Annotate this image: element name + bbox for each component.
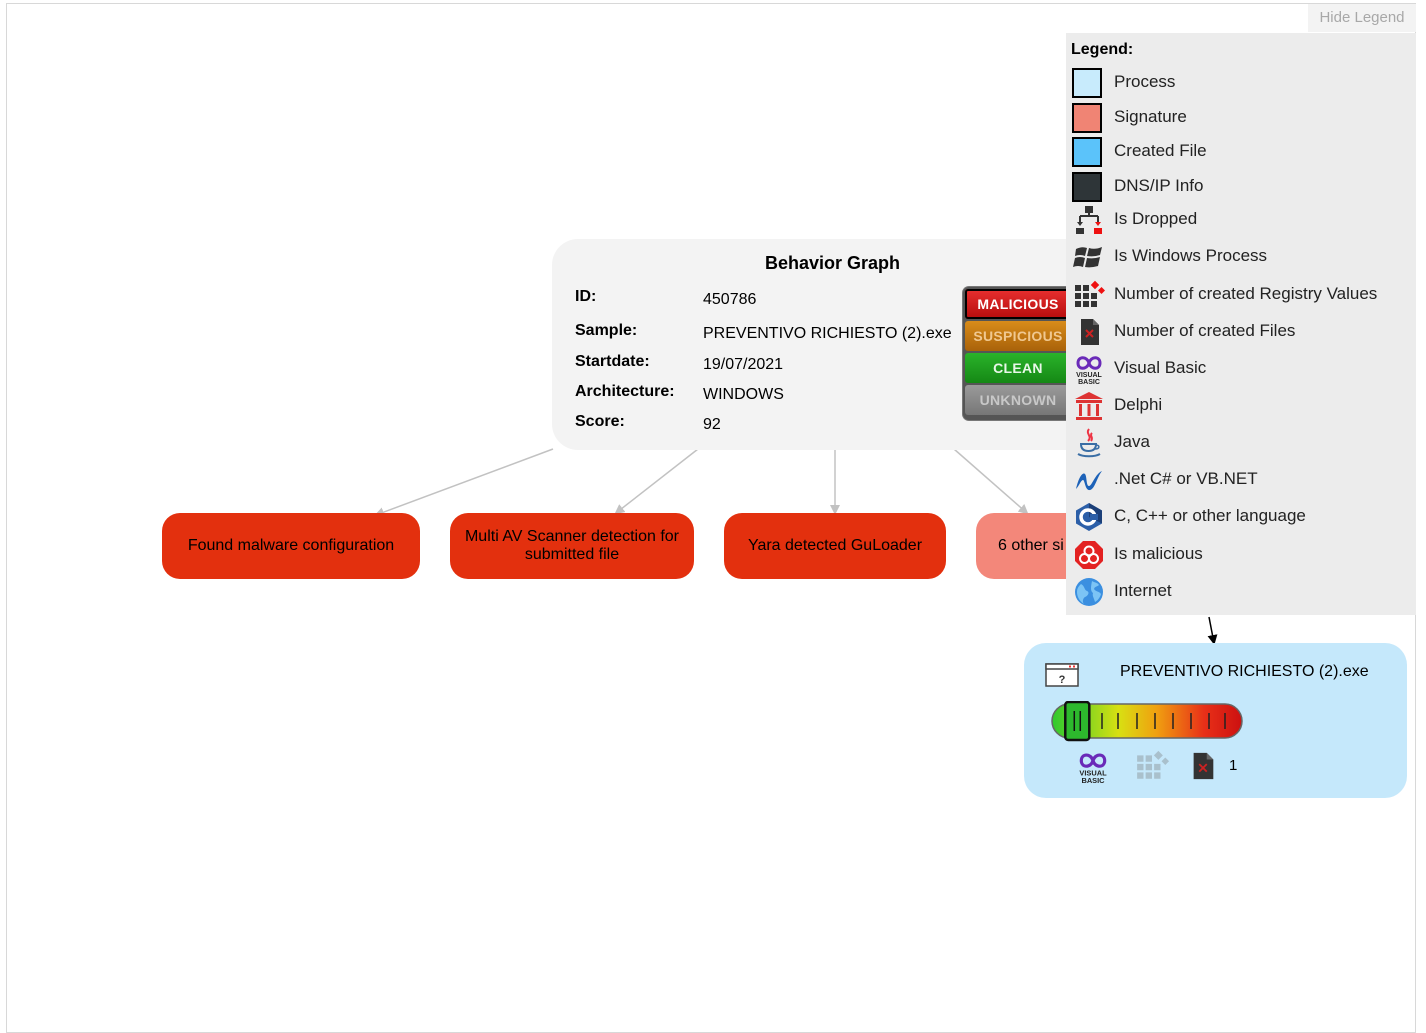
field-key: Startdate: (575, 353, 650, 370)
legend-item-visual-basic: VISUAL BASIC Visual Basic (1070, 352, 1410, 385)
field-key: Sample: (575, 322, 638, 339)
edge-to-signature-2 (614, 448, 699, 515)
legend-label: Process (1114, 72, 1176, 91)
threat-level-marker (1064, 701, 1091, 742)
process-node[interactable]: ? PREVENTIVO RICHIESTO (2).exe (1024, 643, 1407, 798)
windows-icon (1073, 247, 1102, 268)
signature-node[interactable]: Yara detected GuLoader (724, 513, 946, 579)
visual-basic-icon: VISUAL BASIC (1076, 356, 1103, 385)
legend-item-delphi: Delphi (1070, 389, 1410, 421)
legend-label: Java (1114, 432, 1150, 451)
legend-label: Number of created Registry Values (1114, 284, 1378, 303)
delphi-icon (1075, 392, 1103, 420)
verdict-panel: MALICIOUS SUSPICIOUS CLEAN UNKNOWN (963, 287, 1073, 420)
legend-label: Number of created Files (1114, 321, 1296, 340)
legend-label: .Net C# or VB.NET (1114, 469, 1258, 488)
dropped-icon (1076, 206, 1102, 234)
legend-label: Visual Basic (1114, 358, 1207, 377)
legend-item-created-file: Created File (1070, 135, 1410, 167)
threat-level-meter (1051, 701, 1243, 742)
verdict-suspicious: SUSPICIOUS (965, 321, 1071, 351)
created-file-swatch (1072, 137, 1102, 167)
legend-label: C, C++ or other language (1114, 506, 1306, 525)
legend-label: Is malicious (1114, 544, 1203, 563)
legend-item-files: Number of created Files (1070, 315, 1410, 347)
legend-item-windows: Is Windows Process (1070, 240, 1410, 272)
verdict-clean: CLEAN (965, 353, 1071, 383)
hide-legend-button[interactable]: Hide Legend (1308, 4, 1416, 32)
legend-item-dns-ip: DNS/IP Info (1070, 170, 1410, 202)
legend-item-signature: Signature (1070, 101, 1410, 133)
file-icon (1081, 319, 1099, 345)
edge-to-process (1207, 616, 1218, 645)
field-value: 450786 (703, 291, 757, 308)
process-name: PREVENTIVO RICHIESTO (2).exe (1120, 663, 1369, 680)
globe-icon (1075, 578, 1103, 606)
process-swatch (1072, 68, 1102, 98)
file-icon (1193, 752, 1214, 780)
registry-icon (1137, 750, 1169, 779)
application-window-icon: ? (1045, 663, 1079, 687)
svg-text:?: ? (1059, 674, 1066, 686)
svg-text:VISUAL: VISUAL (1076, 372, 1102, 379)
legend-item-dotnet: .Net C# or VB.NET (1070, 463, 1410, 495)
verdict-unknown: UNKNOWN (965, 385, 1071, 415)
legend-title: Legend: (1071, 41, 1134, 58)
edge-to-signature-1 (374, 448, 554, 517)
summary-title: Behavior Graph (764, 253, 901, 273)
legend-item-internet: Internet (1070, 575, 1410, 607)
edge-to-signature-4 (953, 448, 1029, 515)
legend-item-malicious: Is malicious (1070, 538, 1410, 570)
field-key: Score: (575, 413, 625, 430)
field-value: PREVENTIVO RICHIESTO (2).exe (703, 325, 952, 342)
svg-text:BASIC: BASIC (1078, 379, 1100, 385)
legend-label: Is Dropped (1114, 209, 1198, 228)
cpp-icon (1076, 503, 1102, 531)
signature-swatch (1072, 103, 1102, 133)
java-icon (1077, 428, 1101, 458)
legend-label: Internet (1114, 581, 1172, 600)
field-key: Architecture: (575, 383, 675, 400)
legend-item-process: Process (1070, 66, 1410, 98)
field-key: ID: (575, 288, 597, 305)
legend-label: Is Windows Process (1114, 246, 1268, 265)
legend-label: Delphi (1114, 395, 1163, 414)
dotnet-icon (1076, 471, 1102, 491)
legend-panel: Legend: Process Signature Created File D… (1066, 33, 1416, 615)
legend-label: Created File (1114, 141, 1207, 160)
registry-icon (1075, 280, 1105, 307)
visual-basic-icon: VISUAL BASIC (1079, 753, 1107, 784)
legend-label: Signature (1114, 107, 1187, 126)
legend-item-registry: Number of created Registry Values (1070, 278, 1410, 310)
legend-label: DNS/IP Info (1114, 176, 1204, 195)
field-value: 92 (703, 416, 721, 433)
legend-item-dropped: Is Dropped (1070, 203, 1410, 235)
svg-text:VISUAL: VISUAL (1079, 769, 1107, 778)
field-value: WINDOWS (703, 386, 784, 403)
created-files-count: 1 (1229, 757, 1238, 774)
signature-node[interactable]: Multi AV Scanner detection for submitted… (450, 513, 694, 579)
svg-text:BASIC: BASIC (1081, 776, 1105, 784)
dns-ip-swatch (1072, 172, 1102, 202)
verdict-malicious: MALICIOUS (965, 289, 1071, 319)
signature-node[interactable]: Found malware configuration (162, 513, 420, 579)
biohazard-icon (1075, 541, 1103, 569)
legend-item-cpp: C, C++ or other language (1070, 500, 1410, 532)
legend-item-java: Java (1070, 426, 1410, 458)
field-value: 19/07/2021 (703, 356, 784, 373)
